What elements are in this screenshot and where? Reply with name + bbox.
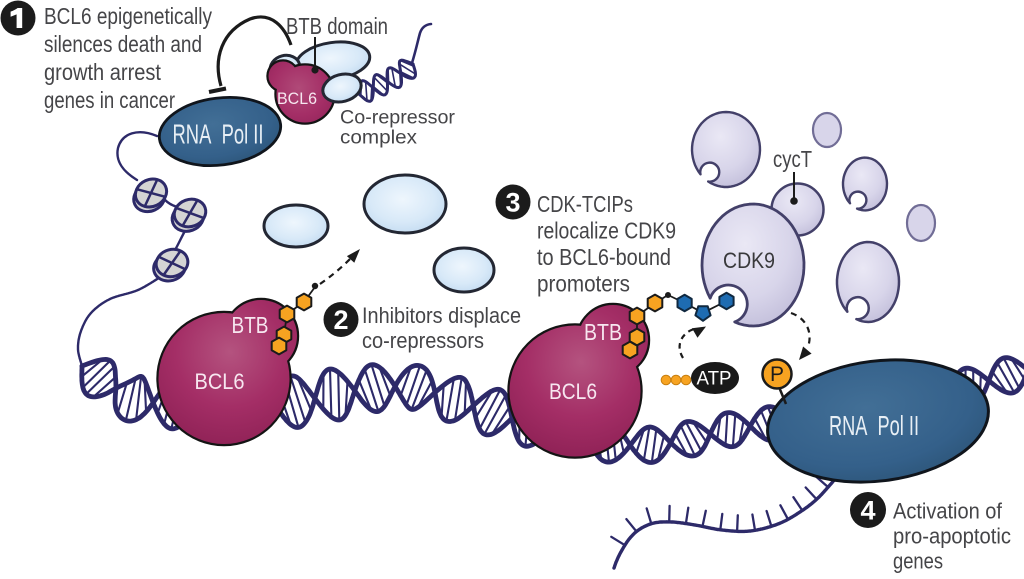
svg-text:RNA Pol II: RNA Pol II xyxy=(829,410,919,441)
svg-text:CDK-TCIPs: CDK-TCIPs xyxy=(537,191,633,217)
svg-text:Co-repressor: Co-repressor xyxy=(340,108,456,129)
svg-text:pro-apoptotic: pro-apoptotic xyxy=(893,524,1011,549)
svg-text:BCL6 epigenetically: BCL6 epigenetically xyxy=(44,3,212,29)
svg-text:4: 4 xyxy=(860,496,875,526)
svg-text:BCL6: BCL6 xyxy=(549,379,597,404)
svg-text:BCL6: BCL6 xyxy=(195,369,245,394)
svg-text:promoters: promoters xyxy=(537,271,630,297)
svg-text:RNA Pol II: RNA Pol II xyxy=(173,119,264,150)
svg-text:genes: genes xyxy=(893,549,943,574)
svg-text:3: 3 xyxy=(505,188,520,218)
svg-text:relocalize CDK9: relocalize CDK9 xyxy=(537,218,676,244)
svg-text:BTB domain: BTB domain xyxy=(286,13,388,39)
svg-text:P: P xyxy=(770,363,784,386)
svg-text:cycT: cycT xyxy=(773,146,812,172)
svg-text:co-repressors: co-repressors xyxy=(362,328,484,353)
svg-text:Inhibitors displace: Inhibitors displace xyxy=(362,303,521,328)
svg-text:complex: complex xyxy=(340,128,418,149)
svg-text:growth arrest: growth arrest xyxy=(44,59,161,85)
svg-text:Activation of: Activation of xyxy=(893,499,1003,524)
svg-text:ATP: ATP xyxy=(697,369,732,390)
svg-text:2: 2 xyxy=(333,305,348,335)
svg-text:silences death and: silences death and xyxy=(44,31,202,57)
svg-text:genes in cancer: genes in cancer xyxy=(44,87,175,113)
svg-text:BTB: BTB xyxy=(232,312,269,338)
svg-text:BTB: BTB xyxy=(584,319,622,345)
svg-text:CDK9: CDK9 xyxy=(723,248,775,273)
svg-text:BCL6: BCL6 xyxy=(277,89,317,108)
svg-text:to BCL6-bound: to BCL6-bound xyxy=(537,244,671,270)
